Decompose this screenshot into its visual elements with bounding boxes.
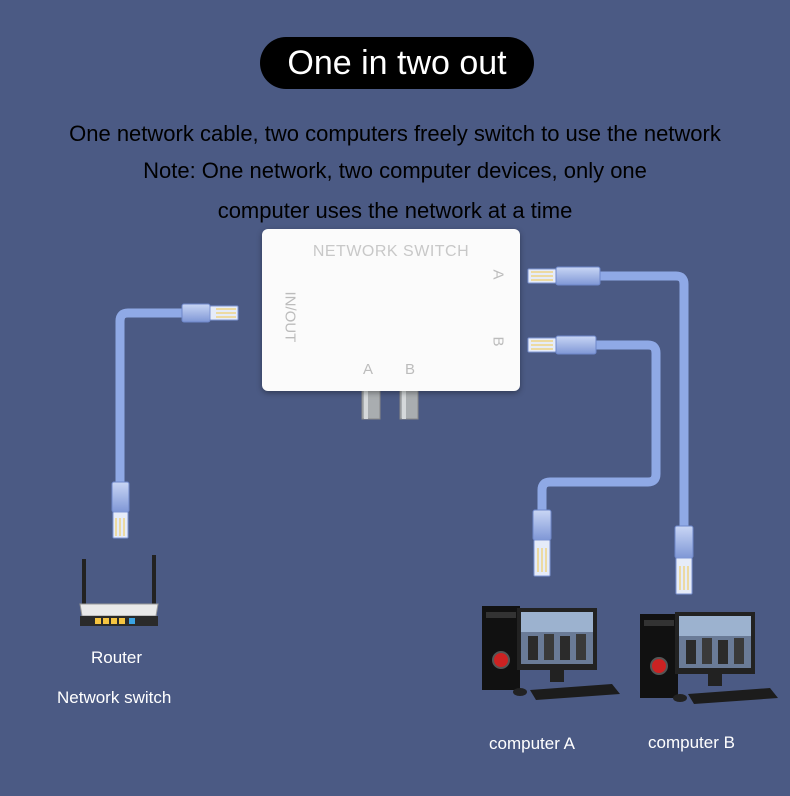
description-line-3: computer uses the network at a time (217, 198, 573, 223)
rj45-connector-icon (181, 303, 239, 323)
computer-b-label: computer B (648, 733, 735, 752)
rj45-connector-icon (527, 266, 601, 286)
title-pill: One in two out (260, 37, 534, 89)
port-label-b: B (489, 336, 507, 347)
device-title: NETWORK SWITCH (312, 243, 470, 260)
computer-b-cable (593, 271, 689, 533)
computer-a-icon (482, 606, 620, 700)
switch-knob-b-icon (399, 388, 419, 420)
description-line-1: One network cable, two computers freely … (69, 121, 721, 146)
network-switch-device: NETWORK SWITCH IN/OUT A B A B (262, 229, 520, 391)
rj45-connector-icon (674, 525, 694, 595)
computer-b-icon (640, 612, 778, 704)
computer-a-label: computer A (489, 734, 575, 753)
switch-button-label-a: A (363, 361, 374, 378)
port-label-in-out: IN/OUT (281, 291, 299, 343)
computer-a-cable (537, 340, 661, 517)
switch-button-label-b: B (405, 361, 416, 378)
rj45-connector-icon (111, 481, 130, 539)
description-line-2: Note: One network, two computer devices,… (143, 158, 647, 183)
page-title: One in two out (287, 43, 507, 82)
router-icon (79, 555, 159, 626)
router-label: Router (91, 648, 143, 667)
port-label-a: A (489, 269, 507, 280)
rj45-connector-icon (532, 509, 552, 577)
router-cable (115, 308, 190, 490)
network-switch-label: Network switch (57, 688, 172, 707)
switch-knob-a-icon (361, 388, 381, 420)
rj45-connector-icon (527, 335, 597, 355)
